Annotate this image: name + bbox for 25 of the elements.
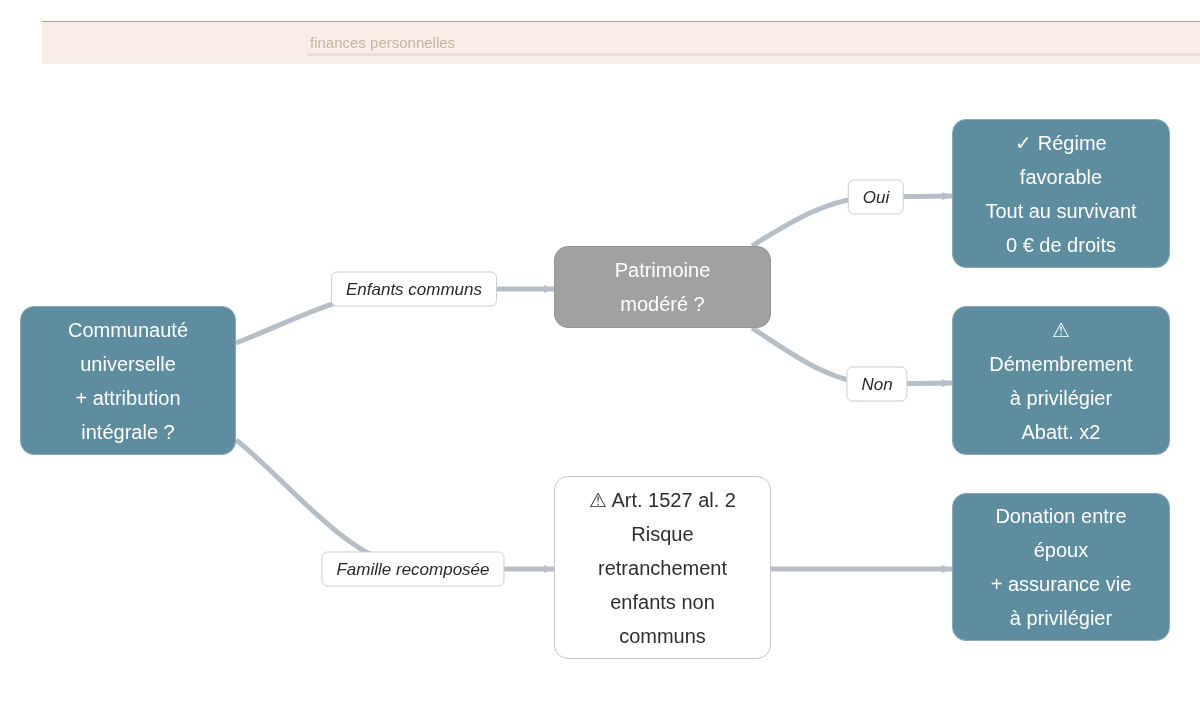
node-text: Patrimoine modéré ?	[613, 258, 712, 317]
node-text: ⚠	[1052, 317, 1070, 343]
node-text: + assurance vie à privilégier	[989, 572, 1133, 631]
node-text: Communauté universelle	[66, 317, 190, 377]
edge-label: Enfants communs	[330, 271, 498, 307]
node-text: Démembrement à privilégier	[988, 351, 1134, 411]
node-text: Tout au survivant	[985, 198, 1137, 224]
node-text: Risque retranchement enfants non communs	[597, 521, 728, 649]
result-box	[952, 493, 1170, 641]
result-box	[952, 306, 1170, 455]
node-text: Donation entre époux	[994, 504, 1128, 563]
node-text: Abatt. x2	[1021, 419, 1101, 445]
edge-label: Famille recomposée	[321, 551, 505, 587]
node-text: ✓ Régime favorable	[1014, 130, 1108, 190]
edge-label: Oui	[847, 179, 905, 215]
subtitle-text: finances personnelles	[310, 33, 456, 53]
question-box	[554, 246, 771, 328]
edge-label: Non	[846, 366, 908, 402]
node-text: ⚠ Art. 1527 al. 2	[589, 487, 736, 513]
node-text: 0 € de droits	[1005, 232, 1117, 258]
result-box	[952, 119, 1170, 268]
question-box	[20, 306, 236, 455]
warning-box	[554, 476, 771, 659]
connector-arrow	[771, 565, 952, 573]
node-text: + attribution intégrale ?	[74, 385, 182, 445]
